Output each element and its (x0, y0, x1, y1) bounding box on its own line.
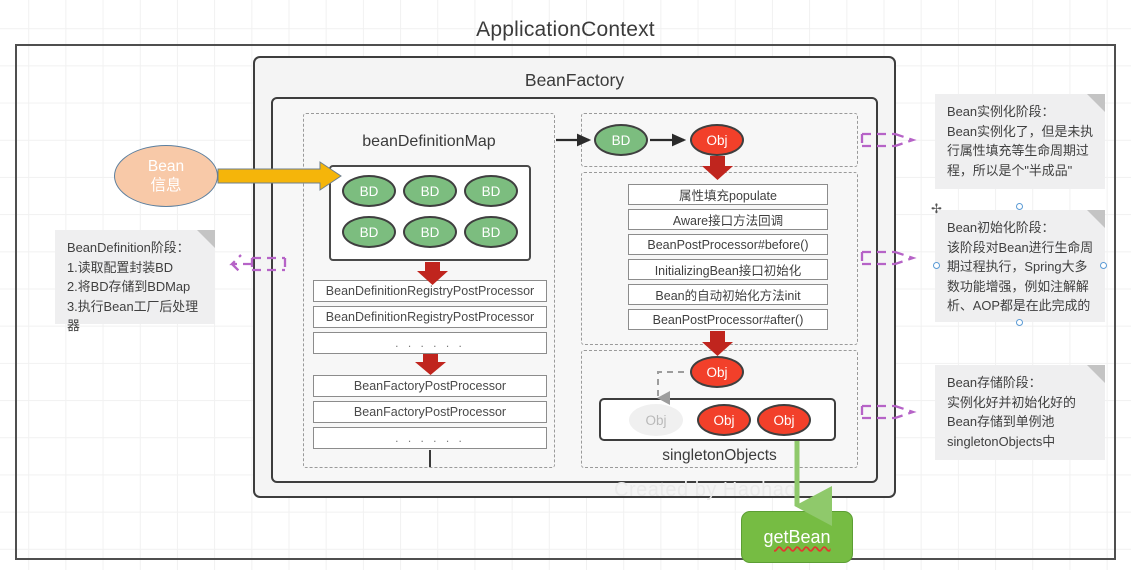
region-bean-definition-map (303, 113, 555, 468)
incoming-obj-node: Obj (690, 356, 744, 388)
processor-row-label: BeanFactoryPostProcessor (353, 405, 507, 419)
resize-handle-left[interactable] (933, 262, 940, 269)
processor-row-label: BeanDefinitionRegistryPostProcessor (325, 284, 535, 298)
processor-row: BeanFactoryPostProcessor (313, 401, 547, 423)
application-context-border-right (1114, 44, 1116, 560)
singleton-objects-title: singletonObjects (662, 447, 777, 464)
singleton-slot: Obj (697, 404, 751, 436)
get-bean-label: getBean (763, 526, 831, 547)
note-initialization-stage[interactable]: Bean初始化阶段： 该阶段对Bean进行生命周 期过程执行，Spring大多 … (935, 210, 1105, 322)
note-line: 实例化好并初始化好的 (947, 394, 1076, 410)
bd-node-label: BD (420, 183, 440, 199)
note-line: singletonObjects中 (947, 433, 1056, 449)
incoming-obj-label: Obj (706, 364, 728, 380)
bd-node: BD (342, 175, 396, 207)
bean-info-line2: 信息 (150, 177, 182, 194)
processor-row-ellipsis: . . . . . . (313, 427, 547, 449)
lifecycle-step: BeanPostProcessor#after() (628, 309, 828, 330)
singleton-slot-label: Obj (645, 412, 667, 428)
processor-row-label: . . . . . . (395, 336, 465, 350)
bd-node-label: BD (420, 224, 440, 240)
resize-handle-bottom[interactable] (1016, 319, 1023, 326)
processor-row-label: BeanDefinitionRegistryPostProcessor (325, 310, 535, 324)
bd-node: BD (464, 175, 518, 207)
note-storage-stage: Bean存储阶段： 实例化好并初始化好的 Bean存储到单例池 singleto… (935, 365, 1105, 460)
note-line: 3.执行Bean工厂后处理器 (67, 298, 199, 334)
bean-info-line1: Bean (147, 158, 185, 175)
lifecycle-step: InitializingBean接口初始化 (628, 259, 828, 280)
lifecycle-step-label: BeanPostProcessor#after() (652, 312, 804, 327)
note-fold-corner-icon (1087, 365, 1105, 383)
processor-row-ellipsis: . . . . . . (313, 332, 547, 354)
lifecycle-step: Aware接口方法回调 (628, 209, 828, 230)
application-context-border-top (15, 44, 1116, 46)
get-bean-button[interactable]: getBean (741, 511, 853, 563)
note-instantiation-stage: Bean实例化阶段： Bean实例化了，但是未执 行属性填充等生命周期过 程，所… (935, 94, 1105, 189)
note-line: 1.读取配置封装BD (67, 259, 174, 275)
lifecycle-step-label: Bean的自动初始化方法init (655, 289, 801, 303)
singleton-slot-label: Obj (773, 412, 795, 428)
singleton-slot-ghost: Obj (629, 404, 683, 436)
resize-handle-right[interactable] (1100, 262, 1107, 269)
bd-node-label: BD (481, 224, 501, 240)
application-context-border-bottom (15, 558, 1116, 560)
singleton-slot: Obj (757, 404, 811, 436)
note-line: Bean初始化阶段： (947, 220, 1055, 235)
note-line: Bean存储到单例池 (947, 414, 1055, 429)
note-bean-definition-stage: BeanDefinition阶段： 1.读取配置封装BD 2.将BD存储到BDM… (55, 230, 215, 333)
application-context-title: ApplicationContext (476, 18, 655, 41)
note-line: 期过程执行，Spring大多 (947, 259, 1088, 274)
note-line: 该阶段对Bean进行生命周 (947, 239, 1094, 255)
instantiation-bd-node: BD (594, 124, 648, 156)
bd-node-label: BD (359, 224, 379, 240)
rotate-handle-icon[interactable]: ✢ (931, 201, 942, 216)
bd-node-label: BD (481, 183, 501, 199)
bean-info-source-node: Bean 信息 (114, 145, 218, 207)
singleton-slot-label: Obj (713, 412, 735, 428)
lifecycle-step-label: BeanPostProcessor#before() (647, 237, 809, 252)
application-context-border-left (15, 44, 17, 560)
bean-definition-map-title: beanDefinitionMap (362, 133, 496, 150)
bd-node: BD (342, 216, 396, 248)
note-line: Bean实例化阶段： (947, 104, 1055, 119)
watermark: Created by Haohao (614, 479, 796, 501)
bd-node-label: BD (359, 183, 379, 199)
lifecycle-step-label: 属性填充populate (679, 189, 777, 203)
bd-node: BD (464, 216, 518, 248)
processor-row-label: . . . . . . (395, 431, 465, 445)
lifecycle-step: BeanPostProcessor#before() (628, 234, 828, 255)
processor-row-label: BeanFactoryPostProcessor (353, 379, 507, 393)
bd-node: BD (403, 216, 457, 248)
bd-node: BD (403, 175, 457, 207)
lifecycle-step-label: Aware接口方法回调 (672, 214, 784, 228)
note-line: 析、AOP都是在此完成的 (947, 298, 1091, 313)
bean-factory-title: BeanFactory (524, 70, 625, 90)
note-line: 行属性填充等生命周期过 (947, 143, 1089, 158)
note-line: BeanDefinition阶段： (67, 240, 190, 255)
note-fold-corner-icon (1087, 94, 1105, 112)
note-fold-corner-icon (1087, 210, 1105, 228)
lifecycle-step-label: InitializingBean接口初始化 (654, 264, 802, 278)
instantiation-bd-label: BD (611, 132, 631, 148)
instantiation-obj-node: Obj (690, 124, 744, 156)
note-line: Bean存储阶段： (947, 375, 1042, 390)
lifecycle-step: Bean的自动初始化方法init (628, 284, 828, 305)
note-line: Bean实例化了，但是未执 (947, 123, 1094, 139)
instantiation-obj-label: Obj (706, 132, 728, 148)
processor-row: BeanDefinitionRegistryPostProcessor (313, 280, 547, 302)
note-line: 程，所以是个"半成品" (947, 162, 1073, 178)
lifecycle-step: 属性填充populate (628, 184, 828, 205)
processor-row: BeanFactoryPostProcessor (313, 375, 547, 397)
note-fold-corner-icon (197, 230, 215, 248)
resize-handle-top[interactable] (1016, 203, 1023, 210)
processor-row: BeanDefinitionRegistryPostProcessor (313, 306, 547, 328)
note-line: 数功能增强，例如注解解 (947, 278, 1089, 294)
note-line: 2.将BD存储到BDMap (67, 279, 191, 294)
